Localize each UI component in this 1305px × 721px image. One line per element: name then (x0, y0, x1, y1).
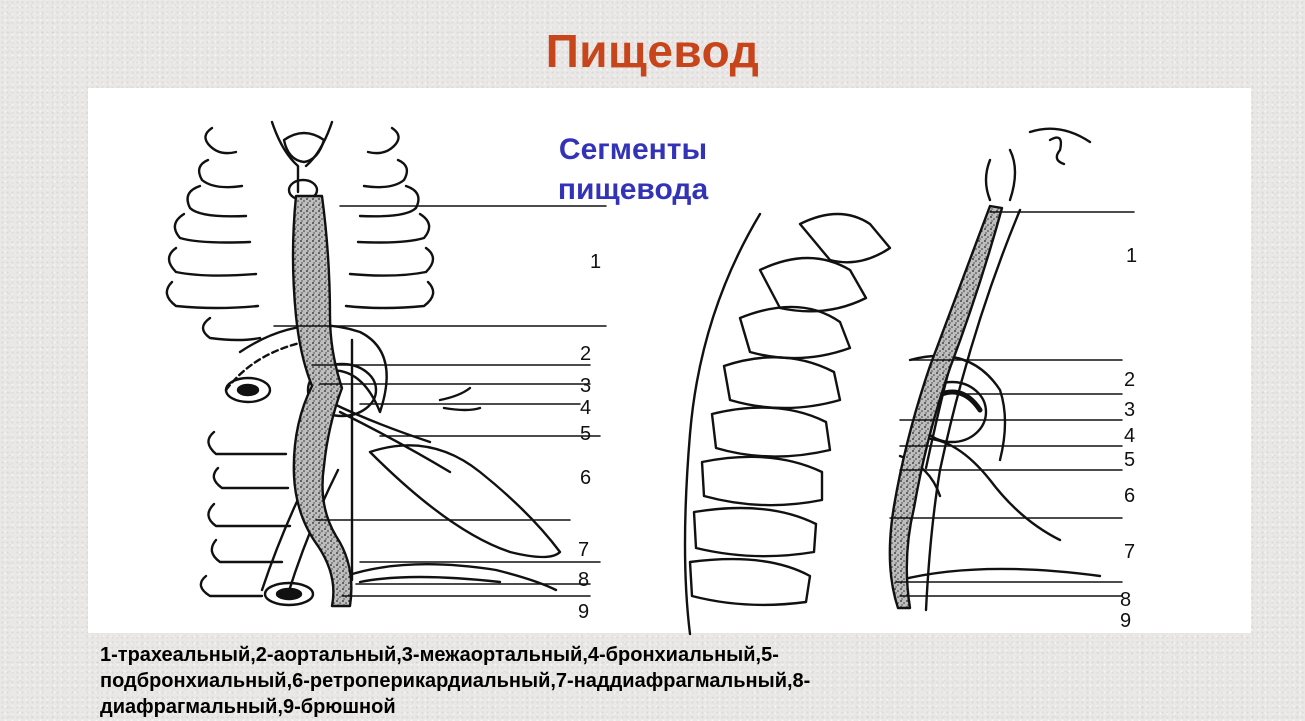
right-label-5: 5 (1124, 449, 1135, 471)
left-label-8: 8 (578, 569, 589, 591)
left-label-2: 2 (580, 343, 591, 365)
left-label-4: 4 (580, 397, 591, 419)
right-label-8: 8 (1120, 589, 1131, 611)
right-segment-labels: 1 2 3 4 5 6 7 8 9 (1120, 245, 1137, 632)
lateral-vertebrae (690, 214, 890, 605)
subtitle-line-2: пищевода (503, 170, 763, 210)
caption-line-3: диафрагмальный,9-брюшной (100, 694, 1280, 720)
caption-line-1: 1-трахеальный,2-аортальный,3-межаортальн… (100, 642, 1280, 668)
left-label-6: 6 (580, 467, 591, 489)
subtitle-line-1: Сегменты (503, 130, 763, 170)
diagram-subtitle: Сегменты пищевода (503, 130, 763, 210)
left-label-1: 1 (590, 251, 601, 273)
vertebrae-right (346, 128, 433, 308)
left-label-5: 5 (580, 423, 591, 445)
left-label-7: 7 (578, 539, 589, 561)
caption-line-2: подбронхиальный,6-ретроперикардиальный,7… (100, 668, 1280, 694)
right-label-6: 6 (1124, 485, 1135, 507)
right-label-7: 7 (1124, 541, 1135, 563)
segment-legend-caption: 1-трахеальный,2-аортальный,3-межаортальн… (100, 642, 1280, 720)
right-label-3: 3 (1124, 399, 1135, 421)
left-segment-labels: 1 2 3 4 5 6 7 8 9 (578, 251, 601, 623)
right-label-2: 2 (1124, 369, 1135, 391)
left-label-3: 3 (580, 375, 591, 397)
right-label-4: 4 (1124, 425, 1135, 447)
right-label-9: 9 (1120, 610, 1131, 632)
vertebrae-left (167, 128, 290, 596)
right-label-1: 1 (1126, 245, 1137, 267)
left-label-9: 9 (578, 601, 589, 623)
